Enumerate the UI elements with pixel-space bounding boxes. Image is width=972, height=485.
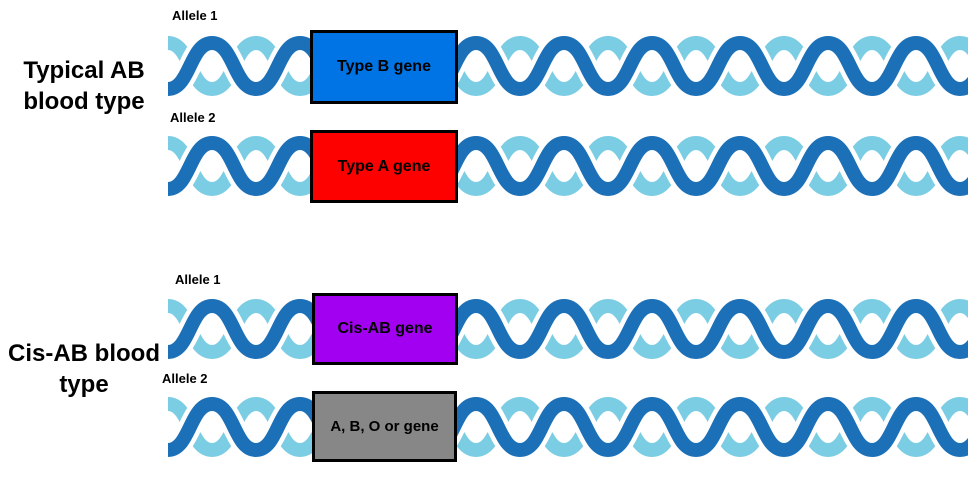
group-label-typical-ab: Typical AB blood type bbox=[23, 57, 145, 116]
gene-box-type-b: Type B gene bbox=[310, 30, 458, 104]
group-label-cis-ab: Cis-AB blood type bbox=[8, 340, 160, 399]
gene-box-label: Type B gene bbox=[337, 58, 431, 75]
allele-label: Allele 2 bbox=[170, 110, 216, 125]
dna-helix bbox=[168, 291, 968, 367]
gene-box-label: A, B, O or gene bbox=[330, 418, 439, 435]
gene-box-type-a: Type A gene bbox=[310, 130, 458, 203]
gene-box-abo: A, B, O or gene bbox=[312, 391, 457, 462]
allele-label: Allele 2 bbox=[162, 371, 208, 386]
dna-helix bbox=[168, 128, 968, 204]
dna-helix bbox=[168, 389, 968, 465]
allele-label: Allele 1 bbox=[175, 272, 221, 287]
gene-box-label: Cis-AB gene bbox=[337, 320, 433, 337]
dna-helix bbox=[168, 28, 968, 104]
allele-label: Allele 1 bbox=[172, 8, 218, 23]
gene-box-cis-ab: Cis-AB gene bbox=[312, 293, 458, 365]
gene-box-label: Type A gene bbox=[337, 157, 431, 175]
